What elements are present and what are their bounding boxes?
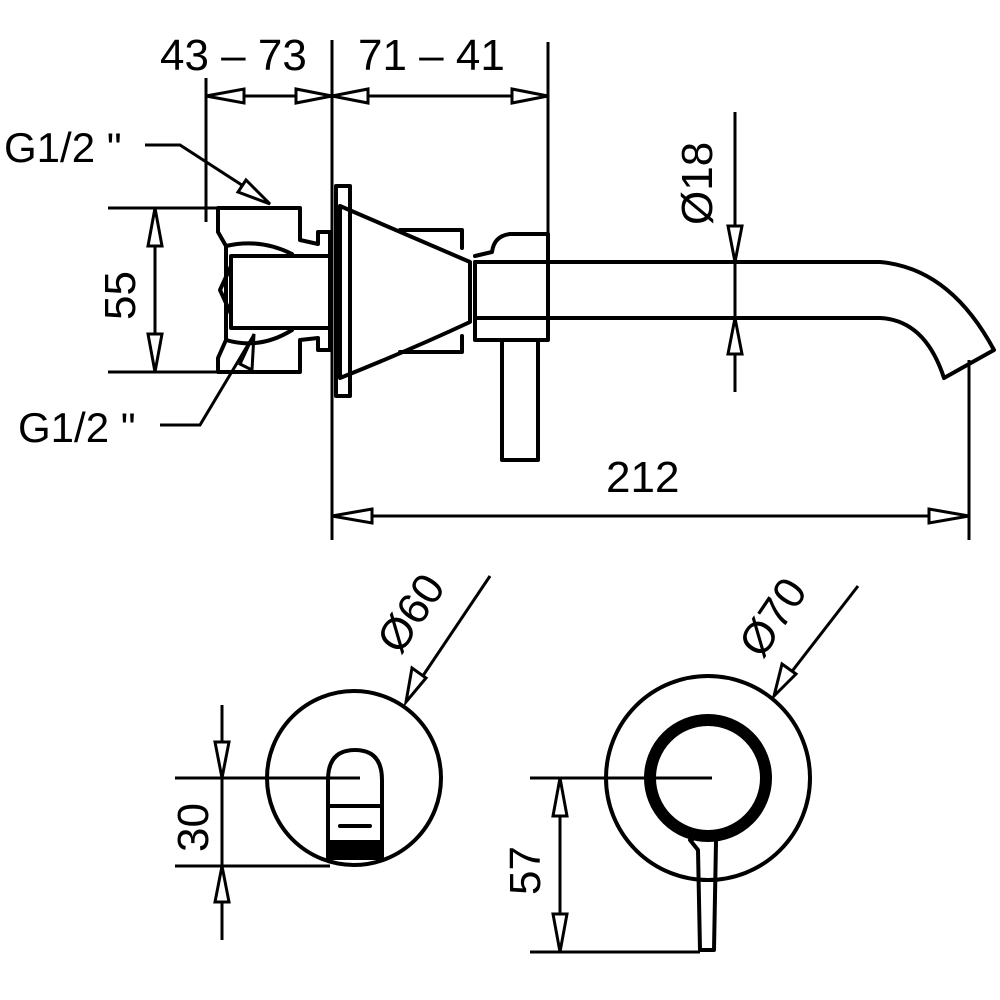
lever-front [326, 748, 384, 860]
side-view [108, 40, 996, 540]
handle-block [473, 232, 550, 342]
conical-valve-body [338, 204, 472, 380]
body-depth-label: 43 – 73 [160, 31, 307, 80]
lever-handle [500, 338, 540, 462]
wall-plate [334, 184, 352, 398]
length-dimension-line [331, 507, 970, 525]
spout-length-label: 212 [606, 453, 679, 502]
spout-offset-label: 71 – 41 [358, 31, 505, 80]
spout-diameter-dimension [726, 224, 744, 356]
lever-tip [328, 840, 382, 860]
height-dimension-line [146, 207, 164, 373]
thread-bottom-label: G1/2 " [18, 404, 136, 451]
spout [473, 260, 996, 380]
depth-dimension-line [205, 87, 549, 105]
spout-height-label: 57 [501, 846, 550, 895]
lever-offset-label: 30 [169, 803, 218, 852]
thread-top-label: G1/2 " [4, 124, 122, 171]
spout-front [688, 832, 718, 952]
inlet-connector [216, 206, 332, 374]
front-view-lever [175, 575, 492, 940]
body-height-label: 55 [96, 271, 145, 320]
front-view-spout [530, 585, 860, 954]
spout-diameter-label: Ø18 [673, 142, 722, 225]
large-diameter-label: Ø70 [730, 569, 817, 665]
